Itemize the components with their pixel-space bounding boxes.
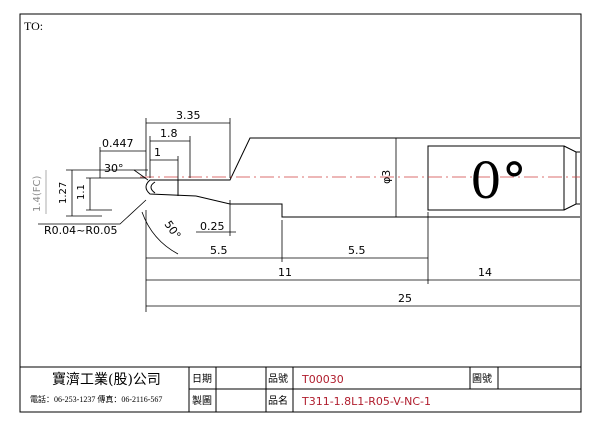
- dim-1: 1: [154, 146, 161, 159]
- dim-phi-3: φ3: [380, 170, 393, 184]
- date-label: 日期: [192, 373, 212, 385]
- drawn-by-label: 製圖: [192, 394, 212, 407]
- angle-marking: 0°: [470, 152, 527, 210]
- dim-30-degree: 30°: [104, 162, 124, 175]
- dim-5-5-b: 5.5: [348, 244, 366, 257]
- dim-1-4-fc: 1.4(FC): [32, 175, 43, 212]
- part-name-value: T311-1.8L1-R05-V-NC-1: [301, 395, 431, 408]
- part-no-label: 品號: [268, 372, 288, 385]
- part-name-label: 品名: [268, 394, 288, 407]
- company-name: 寶濟工業(股)公司: [52, 372, 161, 388]
- dim-14: 14: [478, 266, 492, 279]
- dim-25: 25: [398, 292, 412, 305]
- dim-3-35: 3.35: [176, 109, 201, 122]
- company-contact: 電話：06-253-1237 傳真：06-2116-567: [30, 394, 162, 404]
- dim-radius: R0.04~R0.05: [44, 224, 118, 237]
- dimension-lines: [38, 118, 580, 312]
- dim-1-8: 1.8: [160, 127, 178, 140]
- dim-1-27: 1.27: [58, 182, 69, 204]
- drawing-border: [19, 13, 582, 413]
- dim-1-1: 1.1: [76, 184, 87, 200]
- dim-5-5-a: 5.5: [210, 244, 228, 257]
- part-no-value: T00030: [301, 373, 344, 386]
- drawing-no-label: 圖號: [472, 372, 492, 385]
- title-block: [20, 366, 581, 412]
- dim-0-447: 0.447: [102, 137, 134, 150]
- dim-50-degree: 50°: [162, 218, 184, 241]
- dim-0-25: 0.25: [200, 220, 225, 233]
- to-label: TO:: [24, 19, 43, 33]
- dim-11: 11: [278, 266, 292, 279]
- tool-outline: [145, 137, 580, 218]
